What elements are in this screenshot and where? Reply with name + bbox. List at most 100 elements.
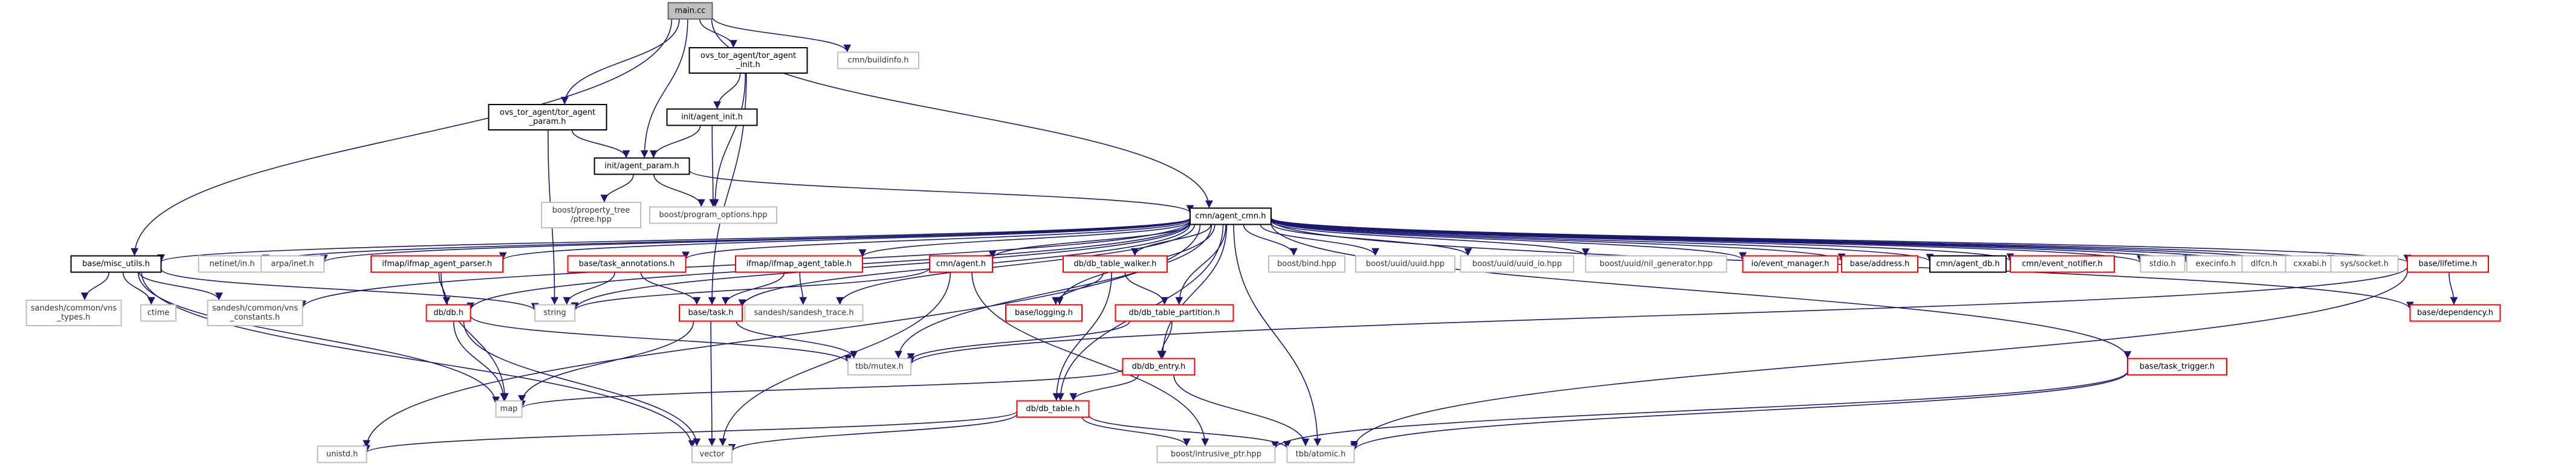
node-box — [1460, 255, 1574, 273]
edge-cmn-agent-cmn-to-cmn-agent-db — [1270, 218, 1934, 262]
edge-cmn-agent-cmn-to-base-misc-utils — [157, 217, 1191, 263]
node-label: tbb/atomic.h — [1296, 450, 1346, 459]
node-box — [1585, 255, 1727, 273]
edge-main-cc-to-ovs-tor-agent-param — [560, 19, 680, 105]
edge-db-table-to-tbb-atomic — [1088, 414, 1291, 449]
edge-cmn-agent-cmn-to-ifmap-agent-table — [858, 221, 1191, 257]
node-box — [1286, 445, 1355, 463]
node-string: string — [534, 304, 575, 322]
node-main-cc[interactable]: main.cc — [667, 2, 713, 20]
node-base-dependency[interactable]: base/dependency.h — [2409, 304, 2501, 322]
node-box — [488, 104, 607, 130]
node-cmn-agent-db[interactable]: cmn/agent_db.h — [1929, 255, 2007, 273]
edge-db-table-partition-to-db-entry — [1157, 321, 1173, 359]
node-label: db/db_table.h — [1026, 405, 1079, 414]
node-db-table-walker[interactable]: db/db_table_walker.h — [1063, 255, 1168, 273]
node-box — [1189, 207, 1272, 225]
node-label: _init.h — [736, 60, 760, 69]
edge-ovs-tor-agent-param-to-init-agent-param — [571, 129, 630, 158]
node-base-task-trigger[interactable]: base/task_trigger.h — [2127, 358, 2227, 376]
node-boost-intrusive-ptr: boost/intrusive_ptr.hpp — [1156, 445, 1276, 463]
edge-cmn-agent-cmn-to-cmn-event-notifier — [1270, 218, 2014, 262]
edge-ifmap-agent-table-to-sandesh-trace — [799, 272, 807, 305]
node-db-table-partition[interactable]: db/db_table_partition.h — [1115, 304, 1234, 322]
node-tbb-atomic: tbb/atomic.h — [1286, 445, 1355, 463]
node-ovs-tor-agent-init[interactable]: ovs_tor_agent/tor_agent_init.h — [688, 47, 808, 74]
node-boost-nil-gen: boost/uuid/nil_generator.hpp — [1585, 255, 1727, 273]
node-box — [744, 304, 864, 322]
node-ifmap-agent-parser[interactable]: ifmap/ifmap_agent_parser.h — [371, 255, 503, 273]
edge-cmn-agent-to-vector — [719, 272, 951, 446]
node-box — [70, 255, 162, 273]
node-db-db[interactable]: db/db.h — [426, 304, 471, 322]
node-arpa-inet: arpa/inet.h — [261, 255, 325, 273]
edge-main-cc-to-init-agent-param — [640, 19, 688, 158]
node-base-task[interactable]: base/task.h — [679, 304, 743, 322]
node-label: init/agent_init.h — [681, 113, 743, 122]
node-base-address[interactable]: base/address.h — [1841, 255, 1918, 273]
node-box — [25, 300, 122, 326]
node-ovs-tor-agent-param[interactable]: ovs_tor_agent/tor_agent_param.h — [488, 104, 607, 130]
node-base-task-annotations[interactable]: base/task_annotations.h — [567, 255, 687, 273]
edge-db-table-to-boost-intrusive-ptr — [1081, 417, 1191, 446]
node-label: sandesh/common/vns — [31, 304, 117, 313]
node-label: ovs_tor_agent/tor_agent — [500, 108, 595, 117]
node-box — [2127, 358, 2227, 376]
node-io-event-manager[interactable]: io/event_manager.h — [1742, 255, 1839, 273]
node-label: /ptree.hpp — [571, 215, 612, 224]
edge-layer — [80, 16, 2458, 454]
node-box — [207, 300, 303, 326]
node-execinfo: execinfo.h — [2186, 255, 2245, 273]
node-init-agent-param[interactable]: init/agent_param.h — [594, 157, 690, 175]
edge-ifmap-agent-parser-to-map — [440, 272, 509, 401]
node-label: dlfcn.h — [2251, 260, 2277, 269]
node-base-misc-utils[interactable]: base/misc_utils.h — [70, 255, 162, 273]
node-label: cmn/event_notifier.h — [2022, 260, 2103, 269]
edge-base-lifetime-to-tbb-atomic — [1350, 271, 2408, 449]
node-box — [541, 202, 641, 228]
node-label: ovs_tor_agent/tor_agent — [701, 51, 796, 60]
node-label: cmn/buildinfo.h — [848, 56, 909, 65]
edge-cmn-agent-to-string — [571, 267, 930, 311]
node-base-logging[interactable]: base/logging.h — [1005, 304, 1083, 322]
node-box — [2409, 304, 2501, 322]
edge-main-cc-to-base-misc-utils — [131, 19, 673, 256]
node-init-agent-init[interactable]: init/agent_init.h — [666, 108, 758, 126]
edge-init-agent-param-to-cmn-agent-cmn — [688, 170, 1194, 213]
edge-init-agent-init-to-init-agent-param — [649, 125, 701, 158]
node-cmn-agent-cmn[interactable]: cmn/agent_cmn.h — [1189, 207, 1272, 225]
edge-cmn-agent-cmn-to-base-dependency — [1270, 219, 2414, 310]
node-base-lifetime[interactable]: base/lifetime.h — [2407, 255, 2489, 273]
node-sys-socket: sys/socket.h — [2330, 255, 2399, 273]
node-tbb-mutex: tbb/mutex.h — [847, 358, 911, 376]
edge-base-misc-utils-to-vector — [141, 272, 696, 448]
node-boost-bind: boost/bind.hpp — [1268, 255, 1345, 273]
node-label: base/task.h — [688, 309, 733, 318]
node-label: boost/uuid/uuid.hpp — [1366, 260, 1445, 269]
node-cmn-event-notifier[interactable]: cmn/event_notifier.h — [2010, 255, 2115, 273]
node-label: stdio.h — [2149, 260, 2176, 269]
node-cxxabi: cxxabi.h — [2285, 255, 2335, 273]
node-label: ifmap/ifmap_agent_table.h — [746, 260, 852, 269]
node-label: db/db_entry.h — [1132, 362, 1186, 372]
node-box — [1005, 304, 1083, 322]
node-label: string — [543, 309, 566, 318]
node-box — [140, 304, 176, 322]
edge-db-table-to-vector — [728, 413, 1018, 452]
node-db-table[interactable]: db/db_table.h — [1016, 400, 1090, 418]
node-label: cmn/agent_cmn.h — [1196, 212, 1266, 221]
node-label: sandesh/common/vns — [212, 304, 299, 313]
edge-cmn-agent-cmn-to-tbb-atomic — [1233, 224, 1322, 446]
edge-ovs-tor-agent-init-to-init-agent-init — [713, 72, 741, 109]
edge-base-task-trigger-to-tbb-atomic — [1350, 372, 2128, 451]
edge-db-db-to-tbb-mutex — [470, 315, 852, 363]
node-db-entry[interactable]: db/db_entry.h — [1122, 358, 1196, 376]
node-box — [847, 358, 911, 376]
edge-init-agent-param-to-boost-property-tree — [600, 174, 634, 203]
node-cmn-agent[interactable]: cmn/agent.h — [929, 255, 993, 273]
edge-cmn-agent-cmn-to-base-address — [1270, 219, 1846, 262]
node-ifmap-agent-table[interactable]: ifmap/ifmap_agent_table.h — [735, 255, 863, 273]
node-label: base/task_trigger.h — [2140, 362, 2215, 372]
node-label: db/db_table_partition.h — [1129, 309, 1220, 318]
node-box — [2407, 255, 2489, 273]
